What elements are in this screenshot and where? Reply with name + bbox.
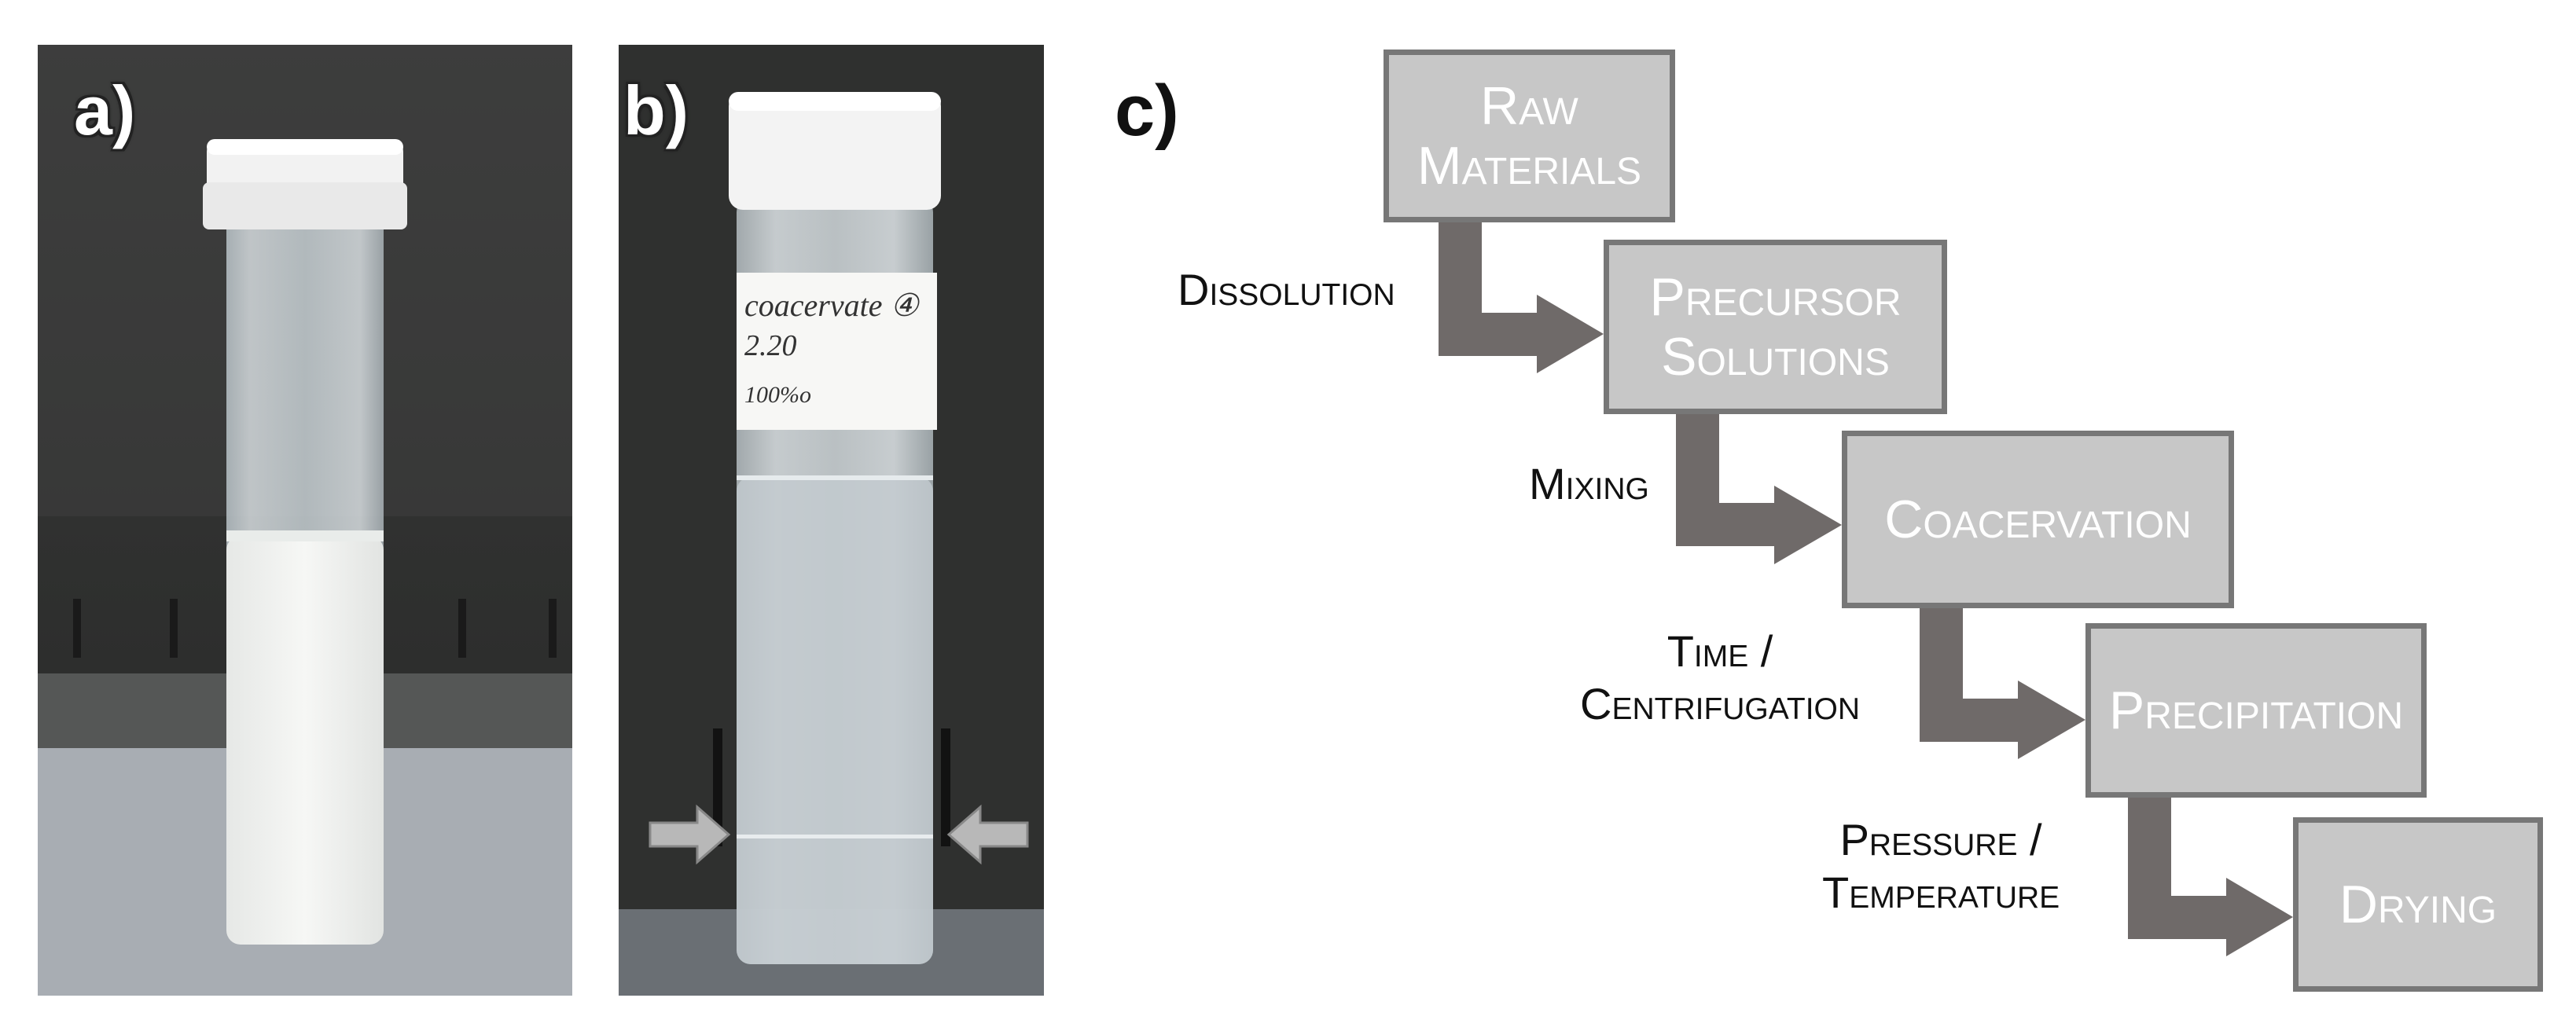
transition-dissolution: Dissolution [1178, 265, 1395, 314]
tube-label-line3: 100%o [744, 382, 811, 408]
tube-label-line1: coacervate ④ [744, 288, 920, 323]
transition-pressure-temperature: Pressure / Temperature [1822, 815, 2060, 918]
vial-photo-b: coacervate ④ 2.20 100%o [619, 45, 1044, 996]
panel-label-a: a) [74, 72, 136, 149]
panel-label-b: b) [623, 72, 689, 149]
step-drying: Drying [2293, 817, 2543, 992]
arrow-pressure-temperature-icon [2128, 798, 2293, 956]
right-arrow-icon [946, 804, 1029, 865]
step-coacervation: Coacervation [1842, 431, 2234, 608]
transition-mixing: Mixing [1529, 459, 1649, 508]
vial-photo-a [38, 45, 572, 996]
step-raw-materials: Raw Materials [1384, 50, 1675, 222]
tube-label-line2: 2.20 [744, 329, 797, 362]
step-precipitation: Precipitation [2085, 623, 2427, 798]
arrow-dissolution-icon [1439, 222, 1604, 373]
photo-panel-a: a) [38, 45, 572, 996]
arrow-time-centrifugation-icon [1920, 608, 2085, 759]
left-arrow-icon [649, 804, 731, 865]
arrow-mixing-icon [1676, 414, 1842, 564]
photo-panel-b: coacervate ④ 2.20 100%o b) [619, 45, 1044, 996]
panel-label-c: c) [1115, 71, 1179, 151]
step-precursor-solutions: Precursor Solutions [1604, 240, 1947, 414]
transition-time-centrifugation: Time / Centrifugation [1580, 626, 1861, 729]
